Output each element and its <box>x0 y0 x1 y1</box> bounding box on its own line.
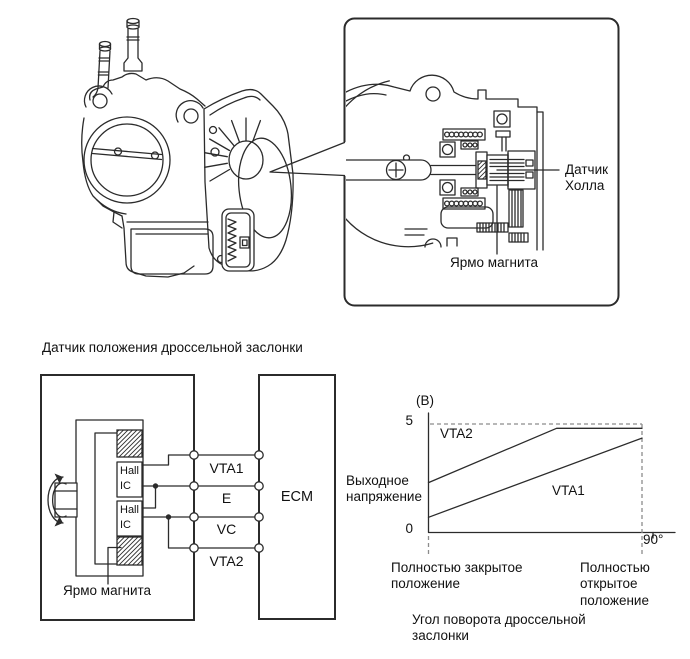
inset-magnet-yoke-label: Ярмо магнита <box>450 255 539 270</box>
terminal-label-vc: VC <box>216 521 237 537</box>
inset-bore-arc <box>346 80 434 248</box>
ecm-label: ECM <box>280 489 314 505</box>
graph-axes <box>427 412 676 534</box>
hall-ic-box-top <box>116 461 143 498</box>
mounting-ear-left <box>83 85 113 109</box>
vta1-curve <box>427 437 643 518</box>
inset-box-border <box>343 17 620 307</box>
motor-housing <box>130 228 214 275</box>
circuit-magnet-yoke-label: Ярмо магнита <box>63 583 152 598</box>
hall-sensor-label: Датчик Холла <box>565 162 609 194</box>
magnet-bottom <box>116 536 143 566</box>
electrical-connector <box>221 208 255 272</box>
hose-nipple-left <box>92 40 112 98</box>
graph-unit-label: (B) <box>416 393 434 408</box>
vta1-series-label: VTA1 <box>552 483 585 498</box>
y-axis-title: Выходное напряжение <box>346 473 422 505</box>
cover-ribs <box>203 117 262 182</box>
open-position-label: Полностью открытое положение <box>580 560 650 608</box>
hose-nipple-right <box>123 17 143 72</box>
hall-ic-label-bottom: Hall IC <box>120 504 139 531</box>
throttle-body-drawing <box>81 17 294 278</box>
yoke-label-leader <box>107 546 122 585</box>
inset-housing-outline <box>346 74 544 251</box>
vta2-curve <box>427 427 643 484</box>
hall-ic-label-top: Hall IC <box>120 465 139 492</box>
terminal-label-vta2: VTA2 <box>209 553 244 569</box>
ytick-5: 5 <box>405 413 413 428</box>
body-outline-bottom <box>121 215 195 278</box>
vta2-series-label: VTA2 <box>440 426 473 441</box>
shaft-with-rotation-arrow <box>47 473 78 527</box>
magnet-top <box>116 429 143 458</box>
magnifier-callout <box>269 141 346 177</box>
circuit-diagram <box>40 374 336 621</box>
hall-ic-box-bottom <box>116 500 143 537</box>
ytick-0: 0 <box>405 521 413 536</box>
terminal-label-e: E <box>221 490 232 506</box>
body-outline-left <box>81 117 123 217</box>
inset-cutaway <box>346 74 560 255</box>
body-outline-top <box>88 72 206 107</box>
throttle-bore <box>83 116 171 204</box>
harness-wires <box>189 450 264 553</box>
circuit-title: Датчик положения дроссельной заслонки <box>42 340 303 355</box>
ecm-box <box>258 374 336 620</box>
closed-position-label: Полностью закрытое положение <box>391 560 523 592</box>
internal-wiring <box>141 454 191 549</box>
voltage-graph <box>427 412 676 556</box>
inset-bearings-gears <box>439 128 486 210</box>
xtick-90: 90° <box>643 532 664 547</box>
inset-lower-details <box>424 189 529 248</box>
inset-throttle-shaft <box>346 159 478 181</box>
mounting-ear-right <box>175 100 204 124</box>
x-axis-title: Угол поворота дроссельной заслонки <box>412 612 586 644</box>
terminal-label-vta1: VTA1 <box>209 460 244 476</box>
